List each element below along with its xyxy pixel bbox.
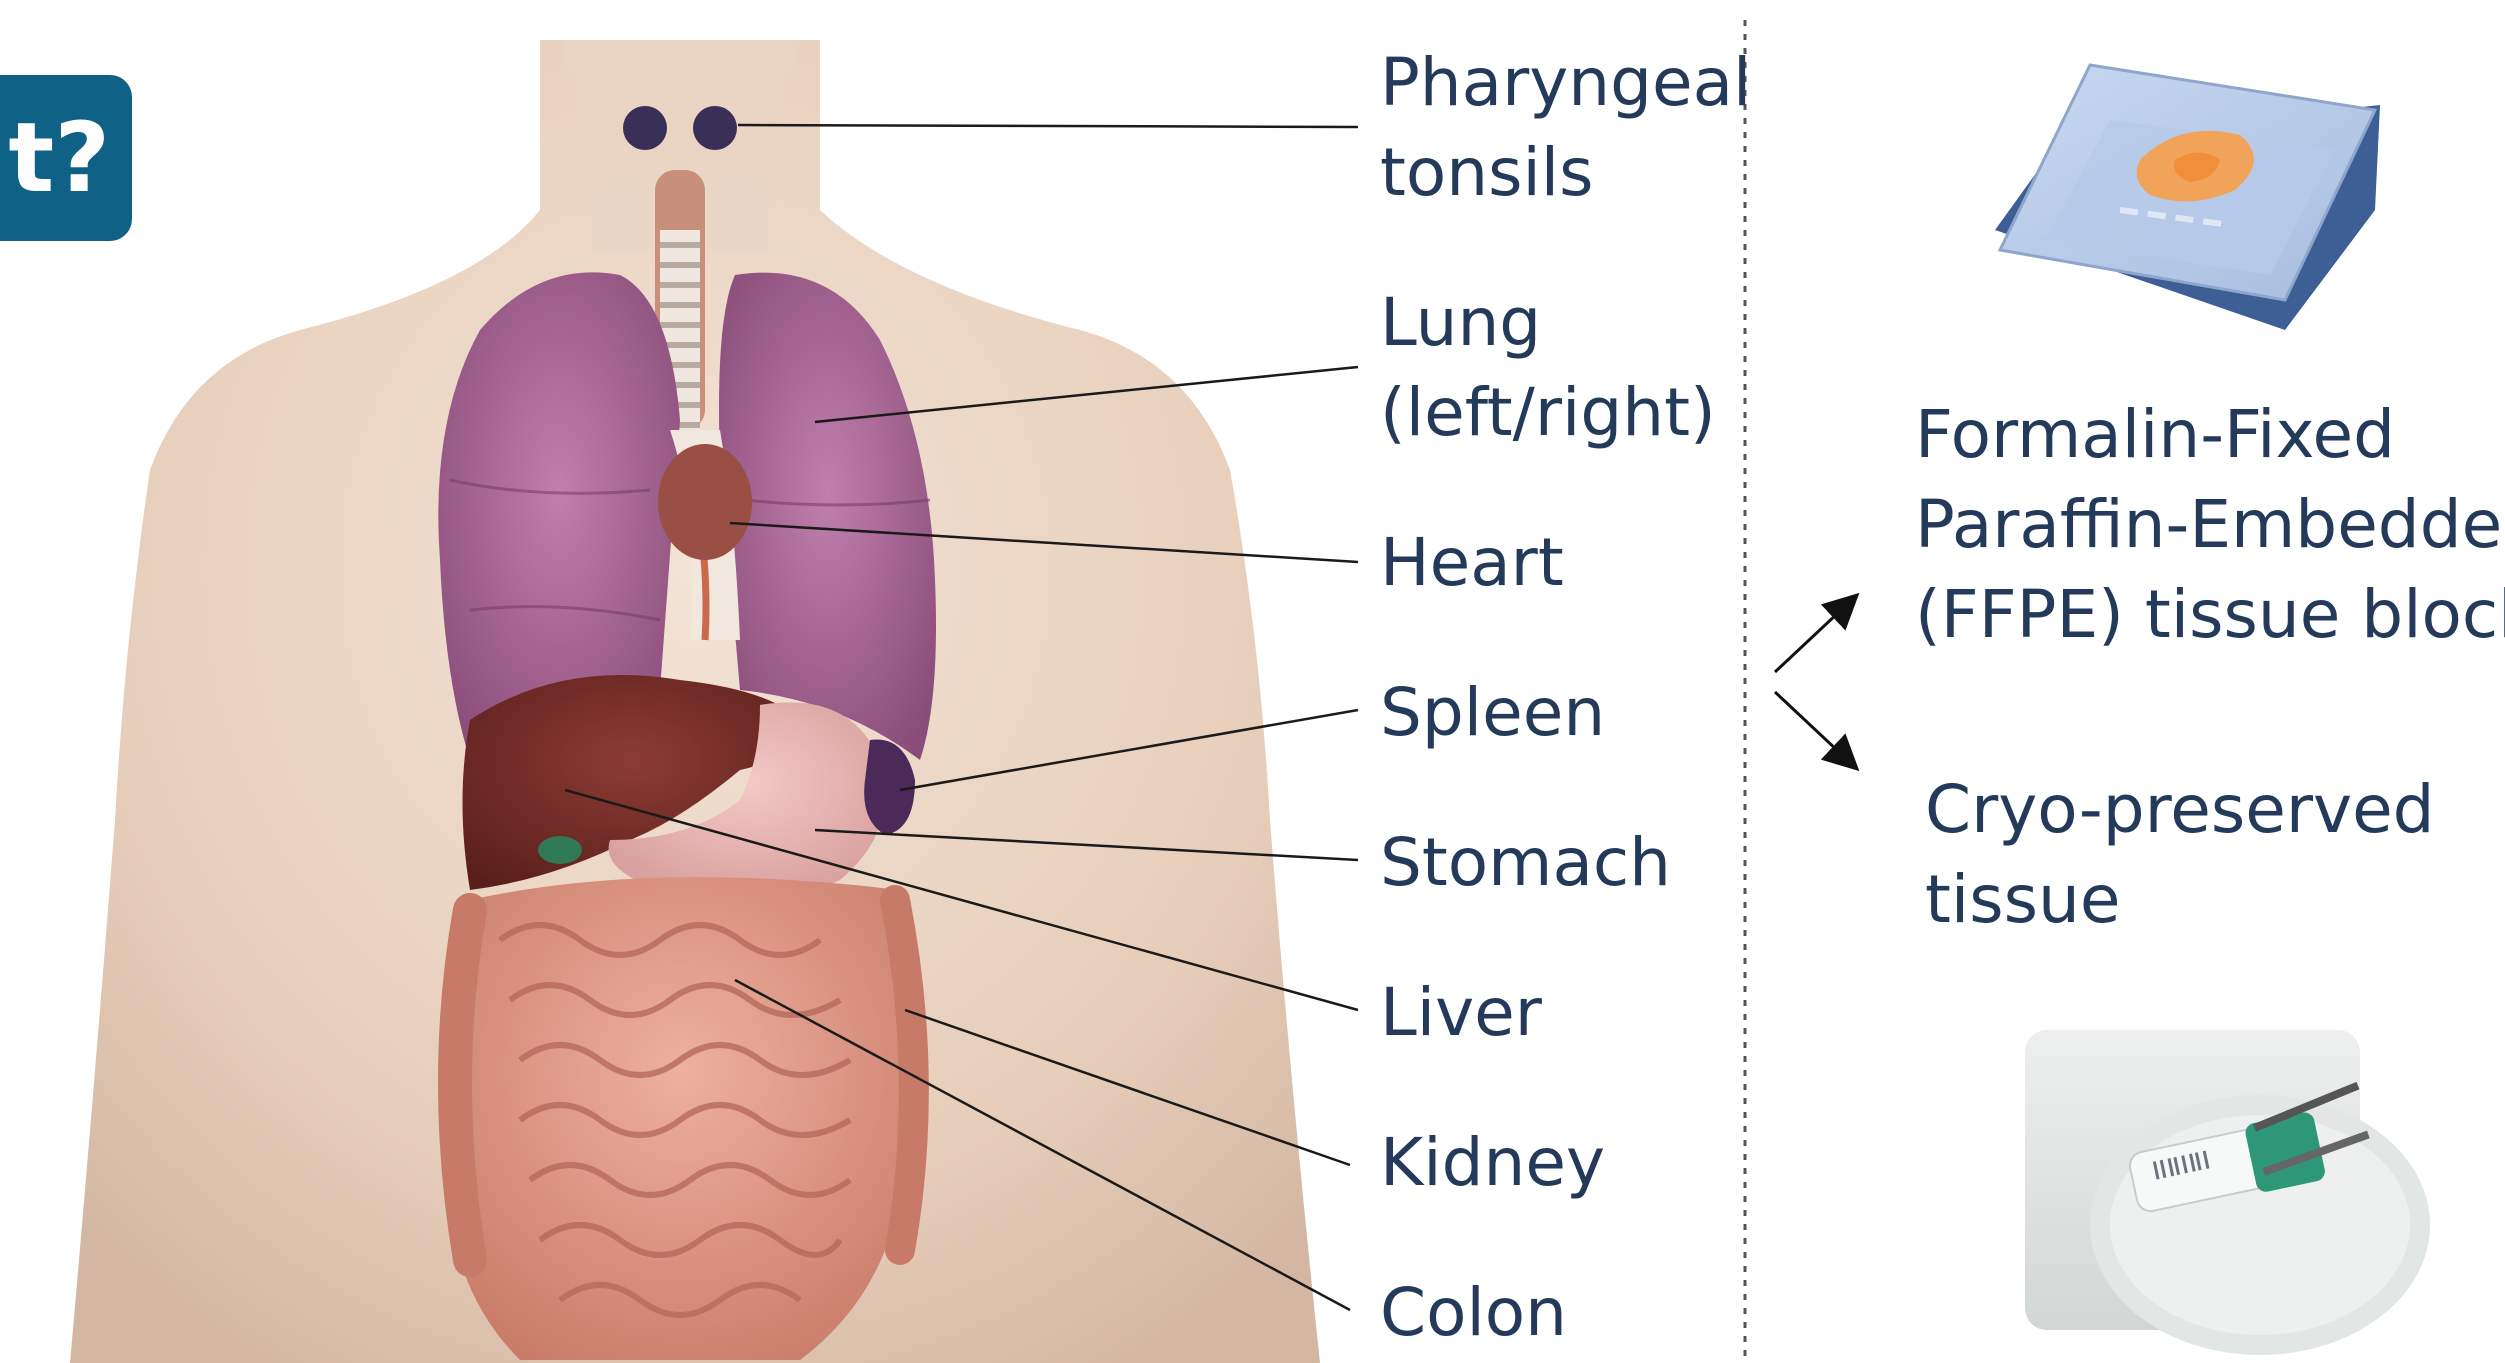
label-lung: Lung (left/right) <box>1380 278 1716 458</box>
arrow-to-cryo <box>1775 692 1855 767</box>
label-pharyngeal-tonsils: Pharyngeal tonsils <box>1380 38 1751 218</box>
label-lung-line2: (left/right) <box>1380 368 1716 458</box>
label-cryo: Cryo-preserved tissue <box>1925 765 2435 945</box>
label-ffpe: Formalin-Fixed Paraffin-Embedded (FFPE) … <box>1915 390 2505 660</box>
label-tonsils-line2: tonsils <box>1380 128 1751 218</box>
tonsil-marker-left <box>623 106 667 150</box>
label-stomach: Stomach <box>1380 818 1671 908</box>
label-kidney: Kidney <box>1380 1118 1605 1208</box>
label-ffpe-line3: (FFPE) tissue blocks <box>1915 570 2505 660</box>
label-colon: Colon <box>1380 1268 1567 1358</box>
label-cryo-line1: Cryo-preserved <box>1925 765 2435 855</box>
heart-marker <box>658 444 752 560</box>
leader-tonsils <box>738 125 1358 127</box>
label-liver: Liver <box>1380 968 1542 1058</box>
tonsil-marker-right <box>693 106 737 150</box>
ffpe-block-icon <box>1995 65 2380 330</box>
arrow-to-ffpe <box>1775 597 1855 672</box>
human-anatomy-illustration <box>70 40 1320 1363</box>
label-heart: Heart <box>1380 518 1564 608</box>
label-lung-line1: Lung <box>1380 278 1716 368</box>
branch-arrows <box>1775 597 1855 767</box>
label-cryo-line2: tissue <box>1925 855 2435 945</box>
label-ffpe-line2: Paraffin-Embedded <box>1915 480 2505 570</box>
label-tonsils-line1: Pharyngeal <box>1380 38 1751 128</box>
intestines <box>449 877 915 1360</box>
label-spleen: Spleen <box>1380 668 1605 758</box>
label-ffpe-line1: Formalin-Fixed <box>1915 390 2505 480</box>
cryo-vial-photo <box>2025 1030 2430 1355</box>
